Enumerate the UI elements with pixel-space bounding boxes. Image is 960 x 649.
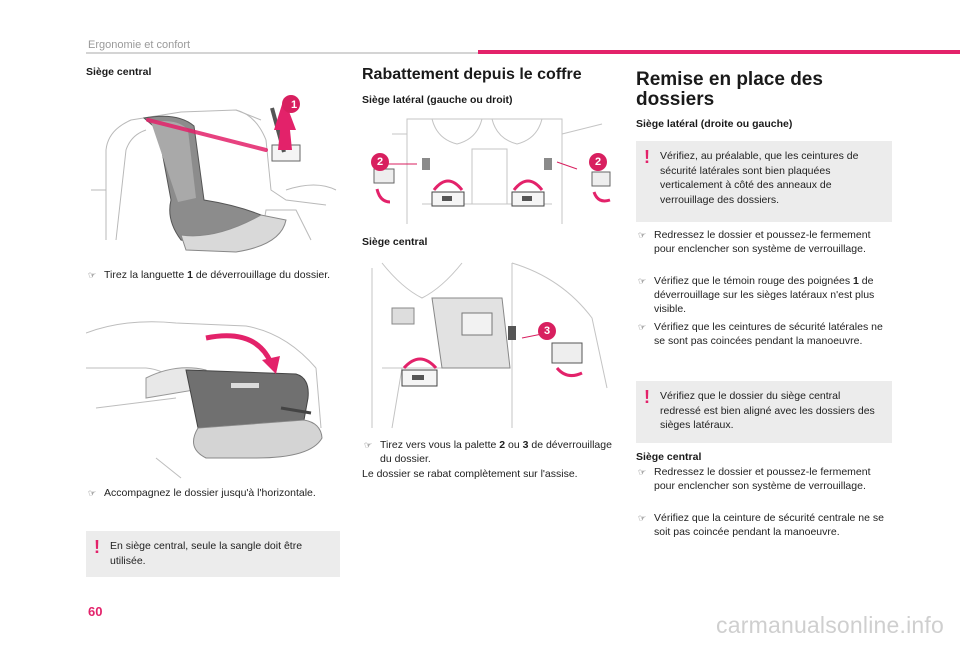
section-title: Ergonomie et confort <box>88 39 191 51</box>
instruction-check-indicator: ☞ Vérifiez que le témoin rouge des poign… <box>638 275 875 315</box>
subheading-side-seat: Siège latéral (droite ou gauche) <box>636 118 793 130</box>
exclamation-icon: ! <box>94 537 100 557</box>
warning-note-belts: ! Vérifiez, au préalable, que les ceintu… <box>636 141 892 222</box>
subheading-side-seat: Siège latéral (gauche ou droit) <box>362 94 513 106</box>
subheading-central-seat: Siège central <box>86 66 152 78</box>
arrow-bullet-icon: ☞ <box>88 270 97 280</box>
arrow-bullet-icon: ☞ <box>638 322 647 332</box>
heading-reposition-backrests: Remise en place des dossiers <box>636 69 823 110</box>
arrow-bullet-icon: ☞ <box>88 488 97 498</box>
instruction-accompany: ☞ Accompagnez le dossier jusqu'à l'horiz… <box>88 487 316 499</box>
instruction-check-central-belt: ☞ Vérifiez que la ceinture de sécurité c… <box>638 512 884 538</box>
heading-fold-from-trunk: Rabattement depuis le coffre <box>362 66 582 83</box>
arrow-bullet-icon: ☞ <box>638 230 647 240</box>
callout-number: 2 <box>594 156 602 168</box>
warning-note-strap: ! En siège central, seule la sangle doit… <box>86 531 340 577</box>
subheading-central-seat: Siège central <box>362 236 428 248</box>
page-number: 60 <box>88 604 103 619</box>
instruction-check-belts: ☞ Vérifiez que les ceintures de sécurité… <box>638 321 883 347</box>
instruction-pull-tab: ☞ Tirez la languette 1 de déverrouillage… <box>88 269 331 281</box>
callout-number: 1 <box>290 99 298 111</box>
illustration-central-lever <box>362 258 612 432</box>
header-accent-bar <box>478 50 960 54</box>
exclamation-icon: ! <box>644 387 650 407</box>
arrow-bullet-icon: ☞ <box>364 440 373 450</box>
watermark: carmanualsonline.info <box>716 612 944 638</box>
illustration-side-levers <box>362 114 612 230</box>
column-left: Siège central <box>86 66 340 78</box>
arrow-bullet-icon: ☞ <box>638 276 647 286</box>
instruction-straighten: ☞ Redressez le dossier et poussez-le fer… <box>638 229 871 255</box>
illustration-fold-backrest <box>86 308 340 480</box>
callout-number: 3 <box>543 325 551 337</box>
paragraph-folds-completely: Le dossier se rabat complètement sur l'a… <box>362 468 578 480</box>
callout-number: 2 <box>376 156 384 168</box>
warning-note-alignment: ! Vérifiez que le dossier du siège centr… <box>636 381 892 443</box>
instruction-straighten-central: ☞ Redressez le dossier et poussez-le fer… <box>638 466 871 492</box>
instruction-pull-lever: ☞ Tirez vers vous la palette 2 ou 3 de d… <box>364 439 612 465</box>
header-rule <box>86 52 478 54</box>
subheading-central-seat: Siège central <box>636 451 702 463</box>
exclamation-icon: ! <box>644 147 650 167</box>
arrow-bullet-icon: ☞ <box>638 467 647 477</box>
illustration-pull-tab <box>86 90 340 260</box>
arrow-bullet-icon: ☞ <box>638 513 647 523</box>
